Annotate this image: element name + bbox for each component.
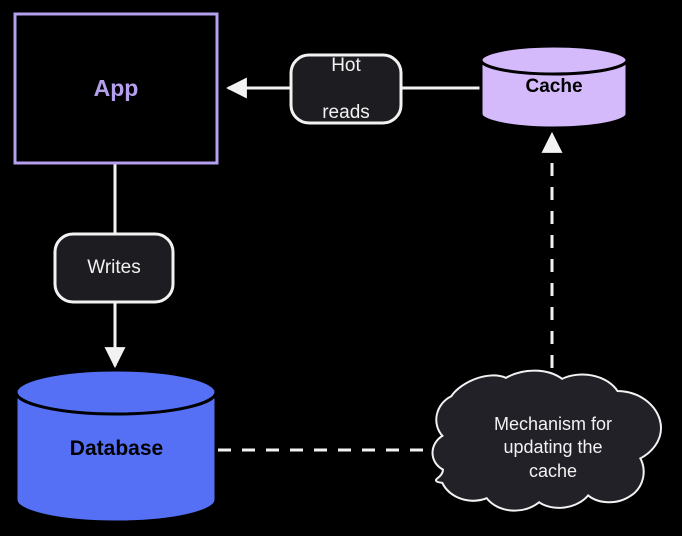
cache-cylinder-shape[interactable] bbox=[479, 44, 629, 130]
mechanism-cloud-shape[interactable] bbox=[431, 369, 662, 512]
hot-reads-pill-shape[interactable] bbox=[289, 53, 403, 125]
app-box-shape[interactable] bbox=[13, 12, 219, 165]
database-cylinder-shape[interactable] bbox=[14, 368, 218, 524]
writes-pill-shape[interactable] bbox=[53, 232, 175, 304]
